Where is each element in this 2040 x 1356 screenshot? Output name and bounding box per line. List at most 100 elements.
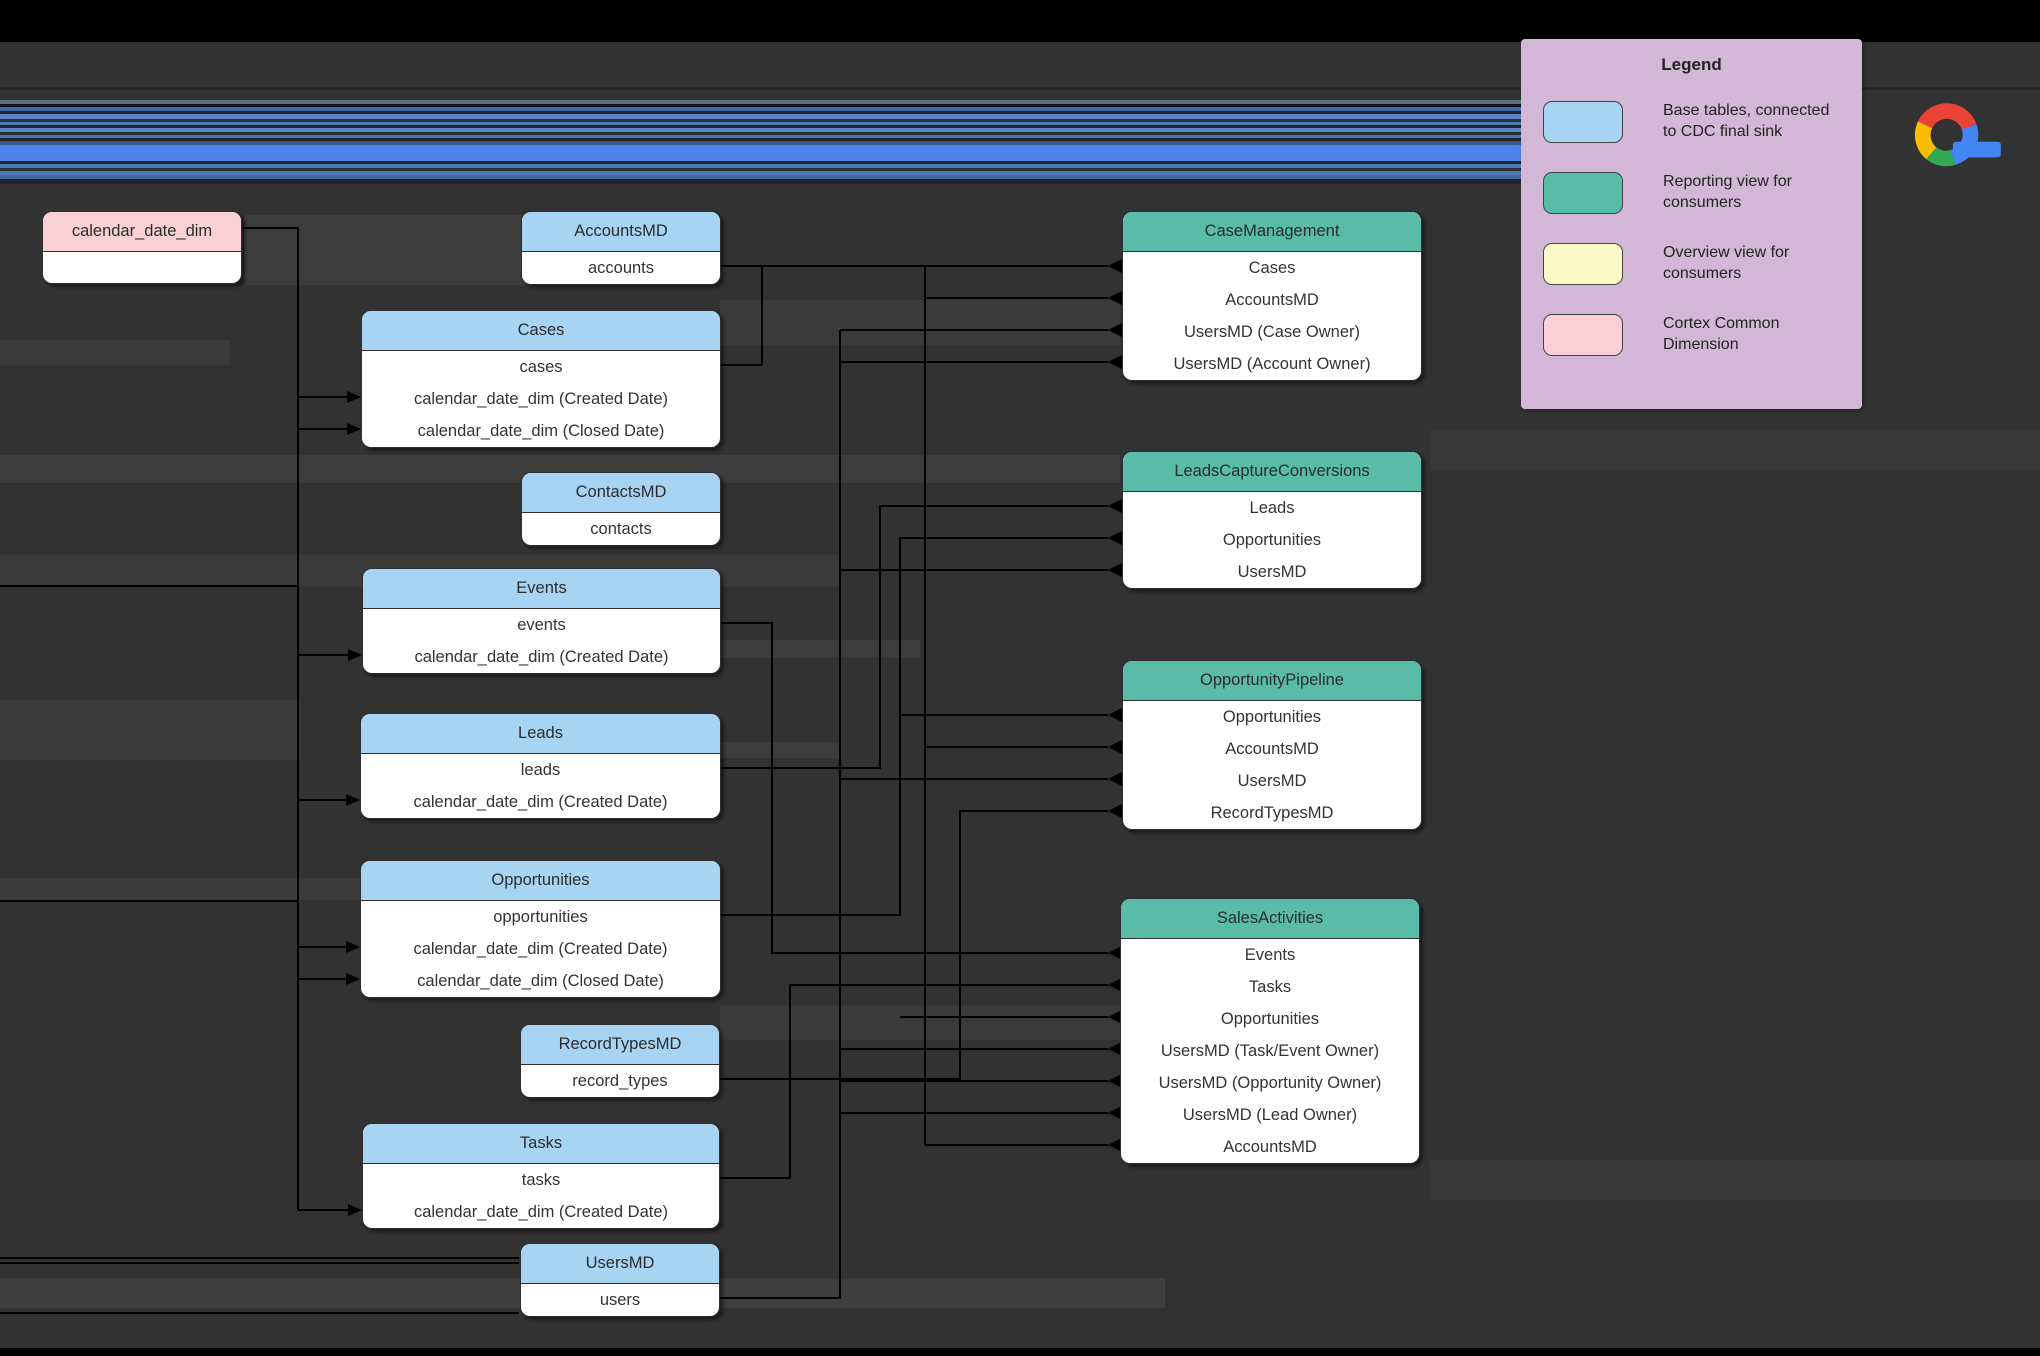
table-row: RecordTypesMD [1210,804,1334,822]
arrowhead-icon [347,391,361,403]
arrowhead-icon [1108,499,1122,513]
edge-blur-line [0,1257,519,1259]
overview-view-swatch [1543,243,1623,285]
legend-item-label: Base tables, connected to CDC final sink [1663,102,1830,140]
table-row: leads [520,761,561,779]
table-row: Events [1244,946,1296,964]
connector-edge [718,330,841,1299]
table-row: Opportunities [1220,1010,1320,1028]
table-row: users [599,1291,641,1309]
legend-item-reporting: Reporting view for consumers [1543,172,1840,214]
table-header: UsersMD [521,1244,719,1284]
arrowhead-icon [347,423,361,435]
scroll-blur-stripes [0,100,1560,184]
table-row: UsersMD [1237,563,1307,581]
table-header: OpportunityPipeline [1123,661,1421,701]
legend-item-overview: Overview view for consumers [1543,243,1840,285]
table-row: calendar_date_dim (Created Date) [413,1203,669,1221]
edge-blur-line [0,1312,519,1314]
table-row: UsersMD (Task/Event Owner) [1160,1042,1380,1060]
table-row: contacts [590,520,652,538]
arrowhead-icon [346,941,360,953]
legend-item-dimension: Cortex Common Dimension [1543,314,1840,356]
google-cloud-logo [1914,103,2001,167]
table-row: calendar_date_dim (Created Date) [413,793,668,811]
table-row: UsersMD (Lead Owner) [1182,1106,1358,1124]
table-row: Opportunities [1222,531,1322,549]
table-row: tasks [521,1171,561,1189]
arrowhead-icon [1108,563,1122,577]
table-header: AccountsMD [522,212,720,252]
connector-edge [240,227,299,1210]
connector-edge [719,265,926,1145]
table-row: UsersMD (Account Owner) [1173,355,1371,373]
edge-blur-line [0,1262,519,1264]
legend-title: Legend [1661,55,1722,74]
arrowhead-icon [1108,772,1122,786]
bottom-black-band [0,1348,2040,1356]
arrowhead-icon [1108,708,1122,722]
connector-edge [719,505,1108,769]
legend-panel: Legend Base tables, connected to CDC fin… [1521,39,1862,409]
table-row: calendar_date_dim (Created Date) [414,648,669,666]
legend-item-label: Reporting view for consumers [1663,173,1792,211]
arrowhead-icon [346,794,360,806]
legend-item-label: Cortex Common Dimension [1663,315,1780,353]
table-row: calendar_date_dim (Created Date) [413,390,669,408]
arrowhead-icon [346,973,360,985]
arrowhead-icon [1108,1138,1122,1152]
table-row: cases [519,358,563,376]
connector-edge [719,622,1108,954]
table-header: LeadsCaptureConversions [1123,452,1421,492]
table-row: opportunities [493,908,588,926]
arrowhead-icon [1108,740,1122,754]
table-row: AccountsMD [1225,291,1319,309]
table-calendar_date_dim[interactable]: calendar_date_dim [42,211,242,284]
connector-edge [719,265,1108,366]
table-header: RecordTypesMD [521,1025,719,1065]
arrowhead-icon [1108,946,1122,960]
table-ContactsMD[interactable]: ContactsMD contacts [521,472,721,546]
table-row: UsersMD (Case Owner) [1183,323,1361,341]
arrowhead-icon [1108,804,1122,818]
table-Tasks[interactable]: Tasks tasks calendar_date_dim (Created Dat… [362,1123,720,1229]
table-row: AccountsMD [1225,740,1319,758]
table-row: calendar_date_dim (Closed Date) [417,972,664,990]
table-body-empty [43,252,241,283]
table-row: Tasks [1248,978,1292,996]
arrowhead-icon [1108,978,1122,992]
arrowhead-icon [348,1204,362,1216]
table-header: Events [363,569,720,609]
legend-item-label: Overview view for consumers [1663,244,1790,282]
table-row: Leads [1249,499,1295,517]
arrowhead-icon [1108,259,1122,273]
table-header: Tasks [363,1124,719,1164]
table-header: ContactsMD [522,473,720,513]
arrowhead-icon [1108,531,1122,545]
edge-blur-line [0,900,298,902]
connector-edge [718,984,1108,1179]
arrowhead-icon [1108,355,1122,369]
table-UsersMD[interactable]: UsersMD users [520,1243,720,1317]
edge-blur-line [0,585,298,587]
arrowhead-icon [1108,1010,1122,1024]
arrowhead-icon [1108,1042,1122,1056]
connector-edge [719,537,1108,916]
table-row: UsersMD [1237,772,1307,790]
top-black-band [0,0,2040,42]
table-row: UsersMD (Opportunity Owner) [1158,1074,1382,1092]
legend-item-base: Base tables, connected to CDC final sink [1543,101,1840,143]
table-row: AccountsMD [1223,1138,1317,1156]
table-header: CaseManagement [1123,212,1421,252]
